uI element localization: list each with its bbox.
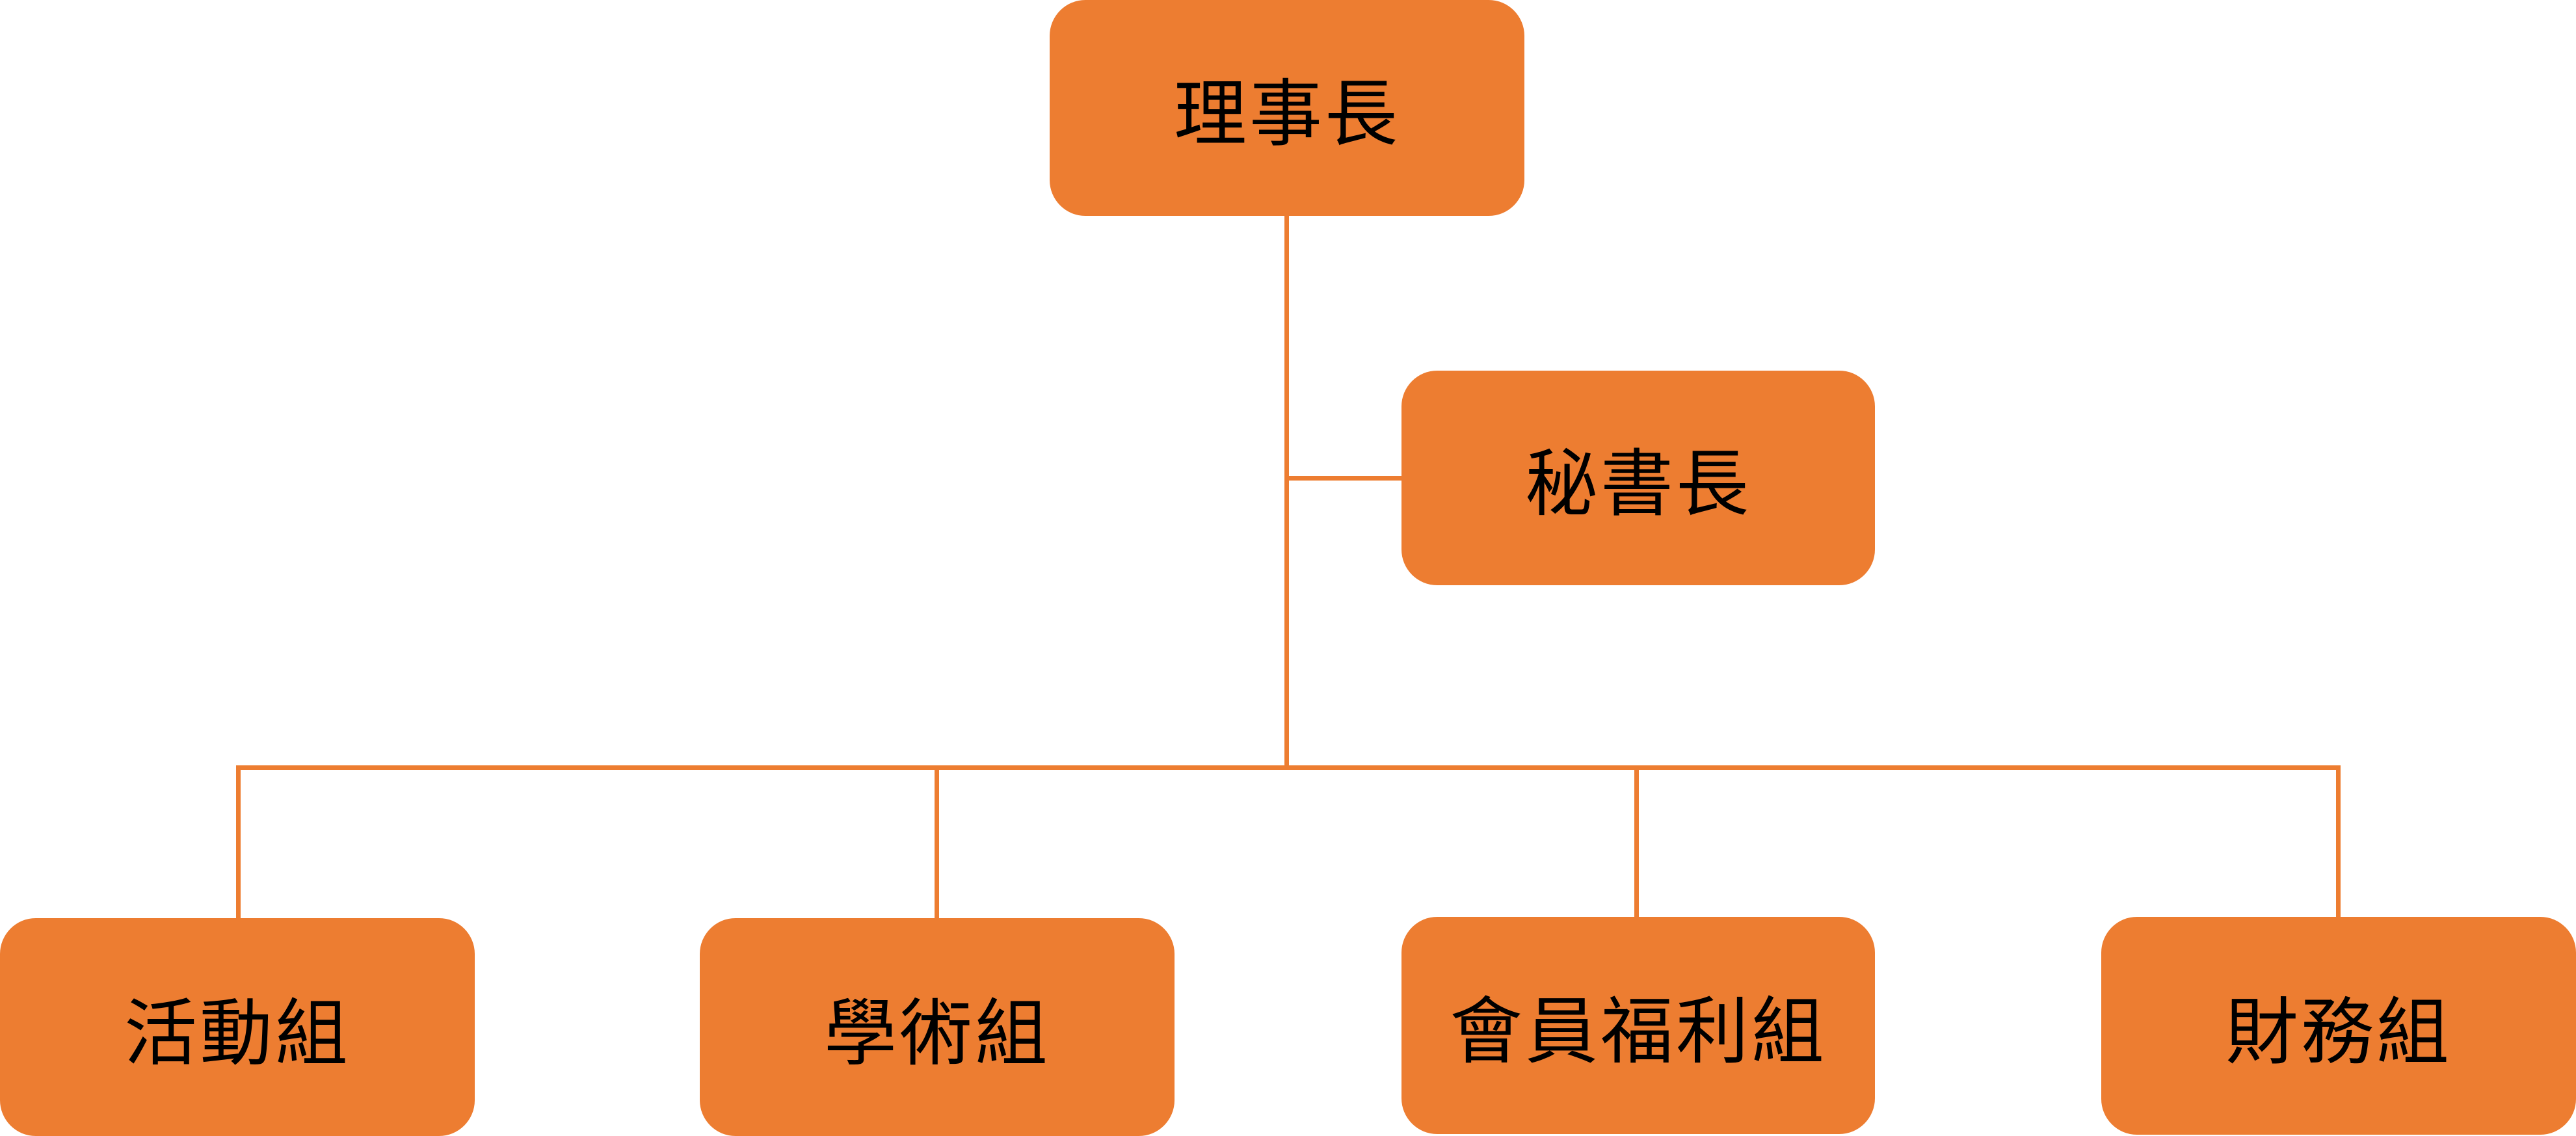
- node-secretary-general: 秘書長: [1401, 371, 1875, 585]
- node-academic-group: 學術組: [700, 918, 1175, 1136]
- node-label: 財務組: [2225, 990, 2452, 1075]
- connector-branch-academic: [935, 765, 939, 919]
- node-label: 會員福利組: [1450, 990, 1827, 1074]
- node-label: 學術組: [824, 991, 1050, 1076]
- node-label: 理事長: [1174, 72, 1400, 157]
- connector-secretary: [1286, 476, 1402, 481]
- connector-branch-welfare: [1634, 765, 1639, 919]
- node-label: 活動組: [124, 991, 351, 1076]
- connector-trunk: [1284, 215, 1289, 769]
- connector-horizontal-bar: [236, 765, 2341, 770]
- node-activities-group: 活動組: [0, 918, 475, 1136]
- connector-branch-activities: [236, 765, 241, 919]
- node-chairman: 理事長: [1050, 0, 1524, 216]
- node-label: 秘書長: [1525, 442, 1751, 527]
- node-finance-group: 財務組: [2101, 917, 2576, 1135]
- node-member-welfare-group: 會員福利組: [1401, 917, 1875, 1134]
- connector-branch-finance: [2336, 765, 2341, 919]
